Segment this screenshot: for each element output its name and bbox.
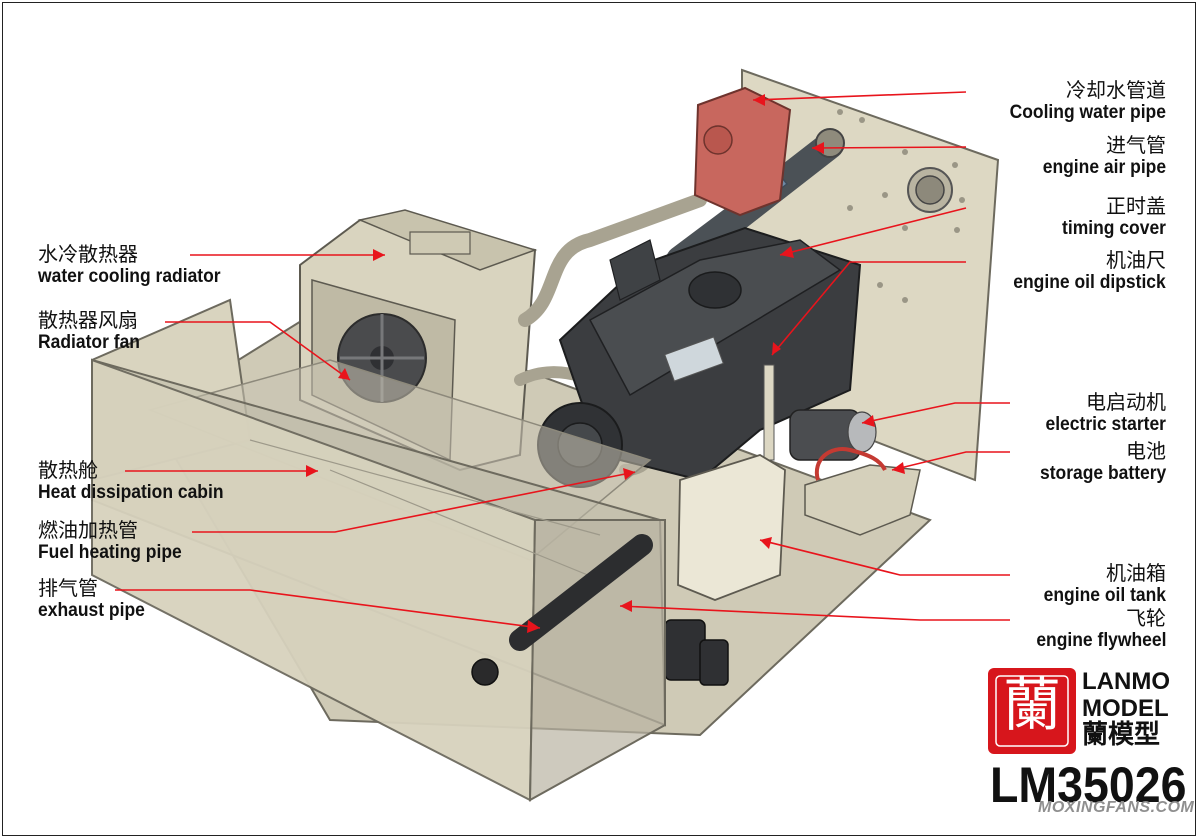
leader-engine-flywheel — [619, 605, 1010, 621]
label-en: Fuel heating pipe — [38, 542, 182, 563]
label-cooling-water-pipe: 冷却水管道 Cooling water pipe — [996, 80, 1166, 122]
lanmo-logo-mark — [988, 668, 1076, 754]
storage-battery — [804, 447, 921, 536]
label-en: water cooling radiator — [38, 266, 221, 287]
label-en: Cooling water pipe — [1009, 102, 1166, 123]
label-en: Heat dissipation cabin — [38, 482, 224, 503]
label-engine-air-pipe: 进气管 engine air pipe — [1032, 135, 1166, 177]
brand-name-chinese: 蘭模型 — [1082, 720, 1161, 750]
leader-timing-cover — [779, 207, 967, 256]
label-en: exhaust pipe — [38, 600, 145, 621]
label-zh: 排气管 — [38, 576, 98, 600]
label-en: storage battery — [1039, 463, 1166, 484]
bulkhead-bolts — [837, 109, 965, 303]
cooling-pipe — [518, 193, 707, 327]
label-zh: 水冷散热器 — [38, 242, 138, 266]
brand-name-line1: LANMO — [1082, 668, 1170, 695]
label-en: Radiator fan — [38, 332, 140, 353]
leader-cooling-water-pipe — [752, 91, 967, 101]
label-zh: 飞轮 — [1126, 606, 1166, 630]
engine-oil-tank — [677, 454, 786, 601]
label-en: engine air pipe — [1042, 157, 1166, 178]
logo-glyph: 蘭 — [1002, 671, 1061, 739]
leader-radiator-fan — [165, 321, 351, 381]
product-code: LM35026 — [990, 757, 1187, 813]
engine-block — [558, 226, 862, 482]
label-zh: 机油箱 — [1106, 561, 1166, 585]
leader-engine-air-pipe — [811, 146, 967, 149]
label-engine-oil-dipstick: 机油尺 engine oil dipstick — [1000, 250, 1166, 292]
coolant-expansion-tank — [693, 86, 792, 217]
watermark: MOXINGFANS.COM — [1038, 799, 1195, 816]
brand-name-line2: MODEL — [1082, 695, 1169, 722]
leader-electric-starter — [861, 402, 1010, 424]
label-zh: 散热器风扇 — [38, 308, 138, 332]
leader-engine-oil-dipstick — [771, 261, 966, 356]
engine-mounts — [664, 619, 729, 686]
connector-socket — [907, 167, 953, 213]
exhaust-pipe — [509, 534, 653, 651]
label-zh: 电池 — [1126, 439, 1166, 463]
label-zh: 机油尺 — [1106, 248, 1166, 272]
label-storage-battery: 电池 storage battery — [1029, 441, 1166, 483]
label-engine-oil-tank: 机油箱 engine oil tank — [1033, 563, 1166, 605]
label-electric-starter: 电启动机 electric starter — [1035, 392, 1166, 434]
label-en: engine oil tank — [1043, 585, 1166, 606]
label-en: timing cover — [1062, 218, 1166, 239]
leader-fuel-heating-pipe — [192, 471, 636, 533]
leader-exhaust-pipe — [115, 589, 541, 629]
label-exhaust-pipe: 排气管 exhaust pipe — [38, 578, 154, 620]
label-fuel-heating-pipe: 燃油加热管 Fuel heating pipe — [38, 520, 194, 562]
label-zh: 散热舱 — [38, 458, 98, 482]
label-en: electric starter — [1045, 414, 1166, 435]
oil-dipstick — [763, 364, 775, 461]
label-water-cooling-radiator: 水冷散热器 water cooling radiator — [38, 244, 236, 286]
label-zh: 进气管 — [1106, 133, 1166, 157]
label-zh: 正时盖 — [1106, 194, 1166, 218]
label-engine-flywheel: 飞轮 engine flywheel — [1025, 608, 1166, 650]
leader-lines — [115, 91, 1010, 629]
label-heat-dissipation-cabin: 散热舱 Heat dissipation cabin — [38, 460, 240, 502]
leader-storage-battery — [891, 451, 1010, 471]
label-en: engine oil dipstick — [1013, 272, 1166, 293]
label-zh: 燃油加热管 — [38, 518, 138, 542]
label-en: engine flywheel — [1035, 630, 1166, 651]
label-timing-cover: 正时盖 timing cover — [1053, 196, 1166, 238]
leader-arrowheads — [306, 94, 905, 633]
label-zh: 冷却水管道 — [1066, 78, 1166, 102]
leader-engine-oil-tank — [759, 539, 1010, 576]
label-zh: 电启动机 — [1086, 390, 1166, 414]
label-radiator-fan: 散热器风扇 Radiator fan — [38, 310, 149, 352]
